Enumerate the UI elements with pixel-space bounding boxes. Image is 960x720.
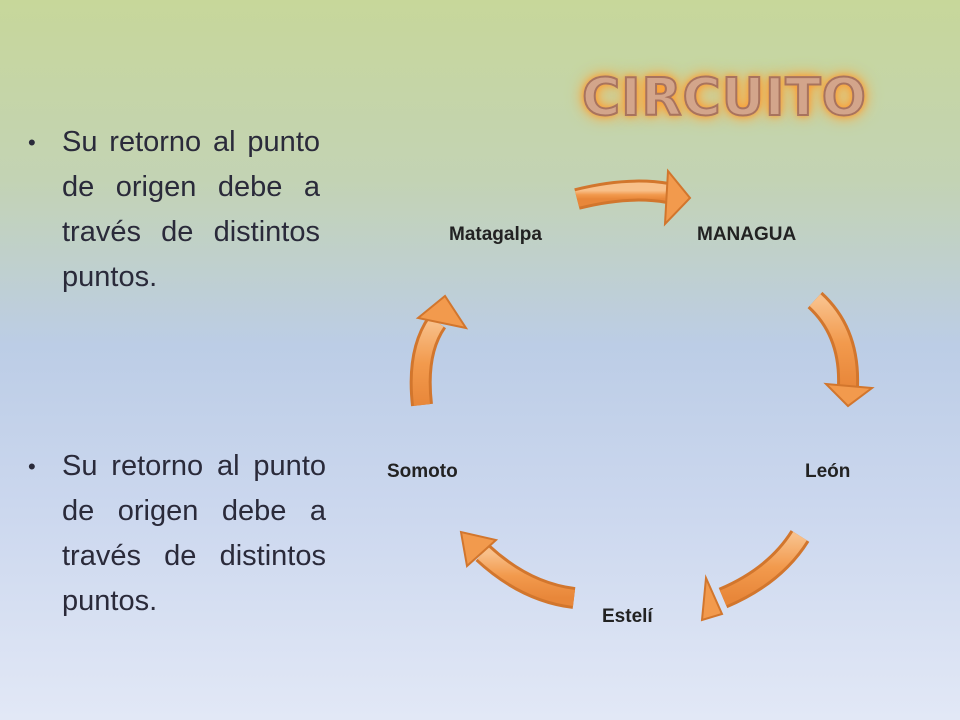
bullet-dot-icon: • [28,454,36,479]
node-esteli: Estelí [602,606,653,627]
bullet-point-top: • Su retorno al punto de origen debe a t… [28,120,320,300]
cycle-arrow-leon-to-esteli [700,529,810,622]
node-matagalpa: Matagalpa [449,224,542,245]
node-leon: León [805,461,850,482]
cycle-arrow-matagalpa-to-managua [574,168,692,227]
cycle-arrow-managua-to-leon [807,291,875,408]
bullet-point-bottom: • Su retorno al punto de origen debe a t… [28,444,326,624]
bullet-text: Su retorno al punto de origen debe a tra… [62,126,320,293]
cycle-arrow-esteli-to-somoto [459,530,576,609]
bullet-text: Su retorno al punto de origen debe a tra… [62,450,326,617]
bullet-dot-icon: • [28,130,36,155]
node-somoto: Somoto [387,461,458,482]
slide-title: CIRCUITO [581,67,867,129]
cycle-arrow-somoto-to-matagalpa [409,294,469,407]
node-managua: MANAGUA [697,224,796,245]
